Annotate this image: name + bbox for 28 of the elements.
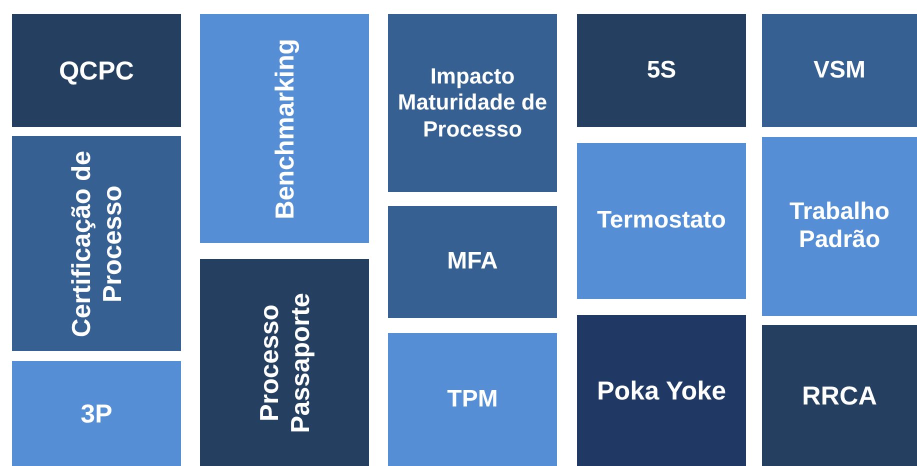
tile (577, 315, 746, 466)
tile (388, 14, 557, 192)
tile-label: RRCA (800, 380, 878, 412)
tile-label: 3P (80, 398, 114, 430)
tile-label: Processo Passaporte (253, 291, 316, 435)
tile-label: MFA (446, 248, 499, 276)
tile-label: Benchmarking (268, 37, 300, 221)
tile-label: Impacto Maturidade de Processo (396, 63, 548, 143)
tile (577, 14, 746, 127)
tile-label: 5S (646, 56, 678, 85)
tile (388, 206, 557, 318)
tile (12, 361, 181, 466)
tile (762, 137, 917, 316)
tile (200, 14, 369, 243)
tile-label: Trabalho Padrão (788, 198, 891, 256)
tile-label: VSM (812, 56, 866, 85)
tile (762, 325, 917, 466)
tile (200, 259, 369, 466)
tile-label: QCPC (58, 54, 136, 86)
tile-label: Poka Yoke (596, 374, 728, 406)
tile (12, 136, 181, 351)
tile (12, 14, 181, 127)
tile (577, 143, 746, 299)
tile-label: Certificação de Processo (65, 149, 128, 339)
tile-label: Termostato (596, 206, 727, 236)
tile (388, 333, 557, 466)
tile-label: TPM (446, 385, 499, 414)
tile (762, 14, 917, 127)
